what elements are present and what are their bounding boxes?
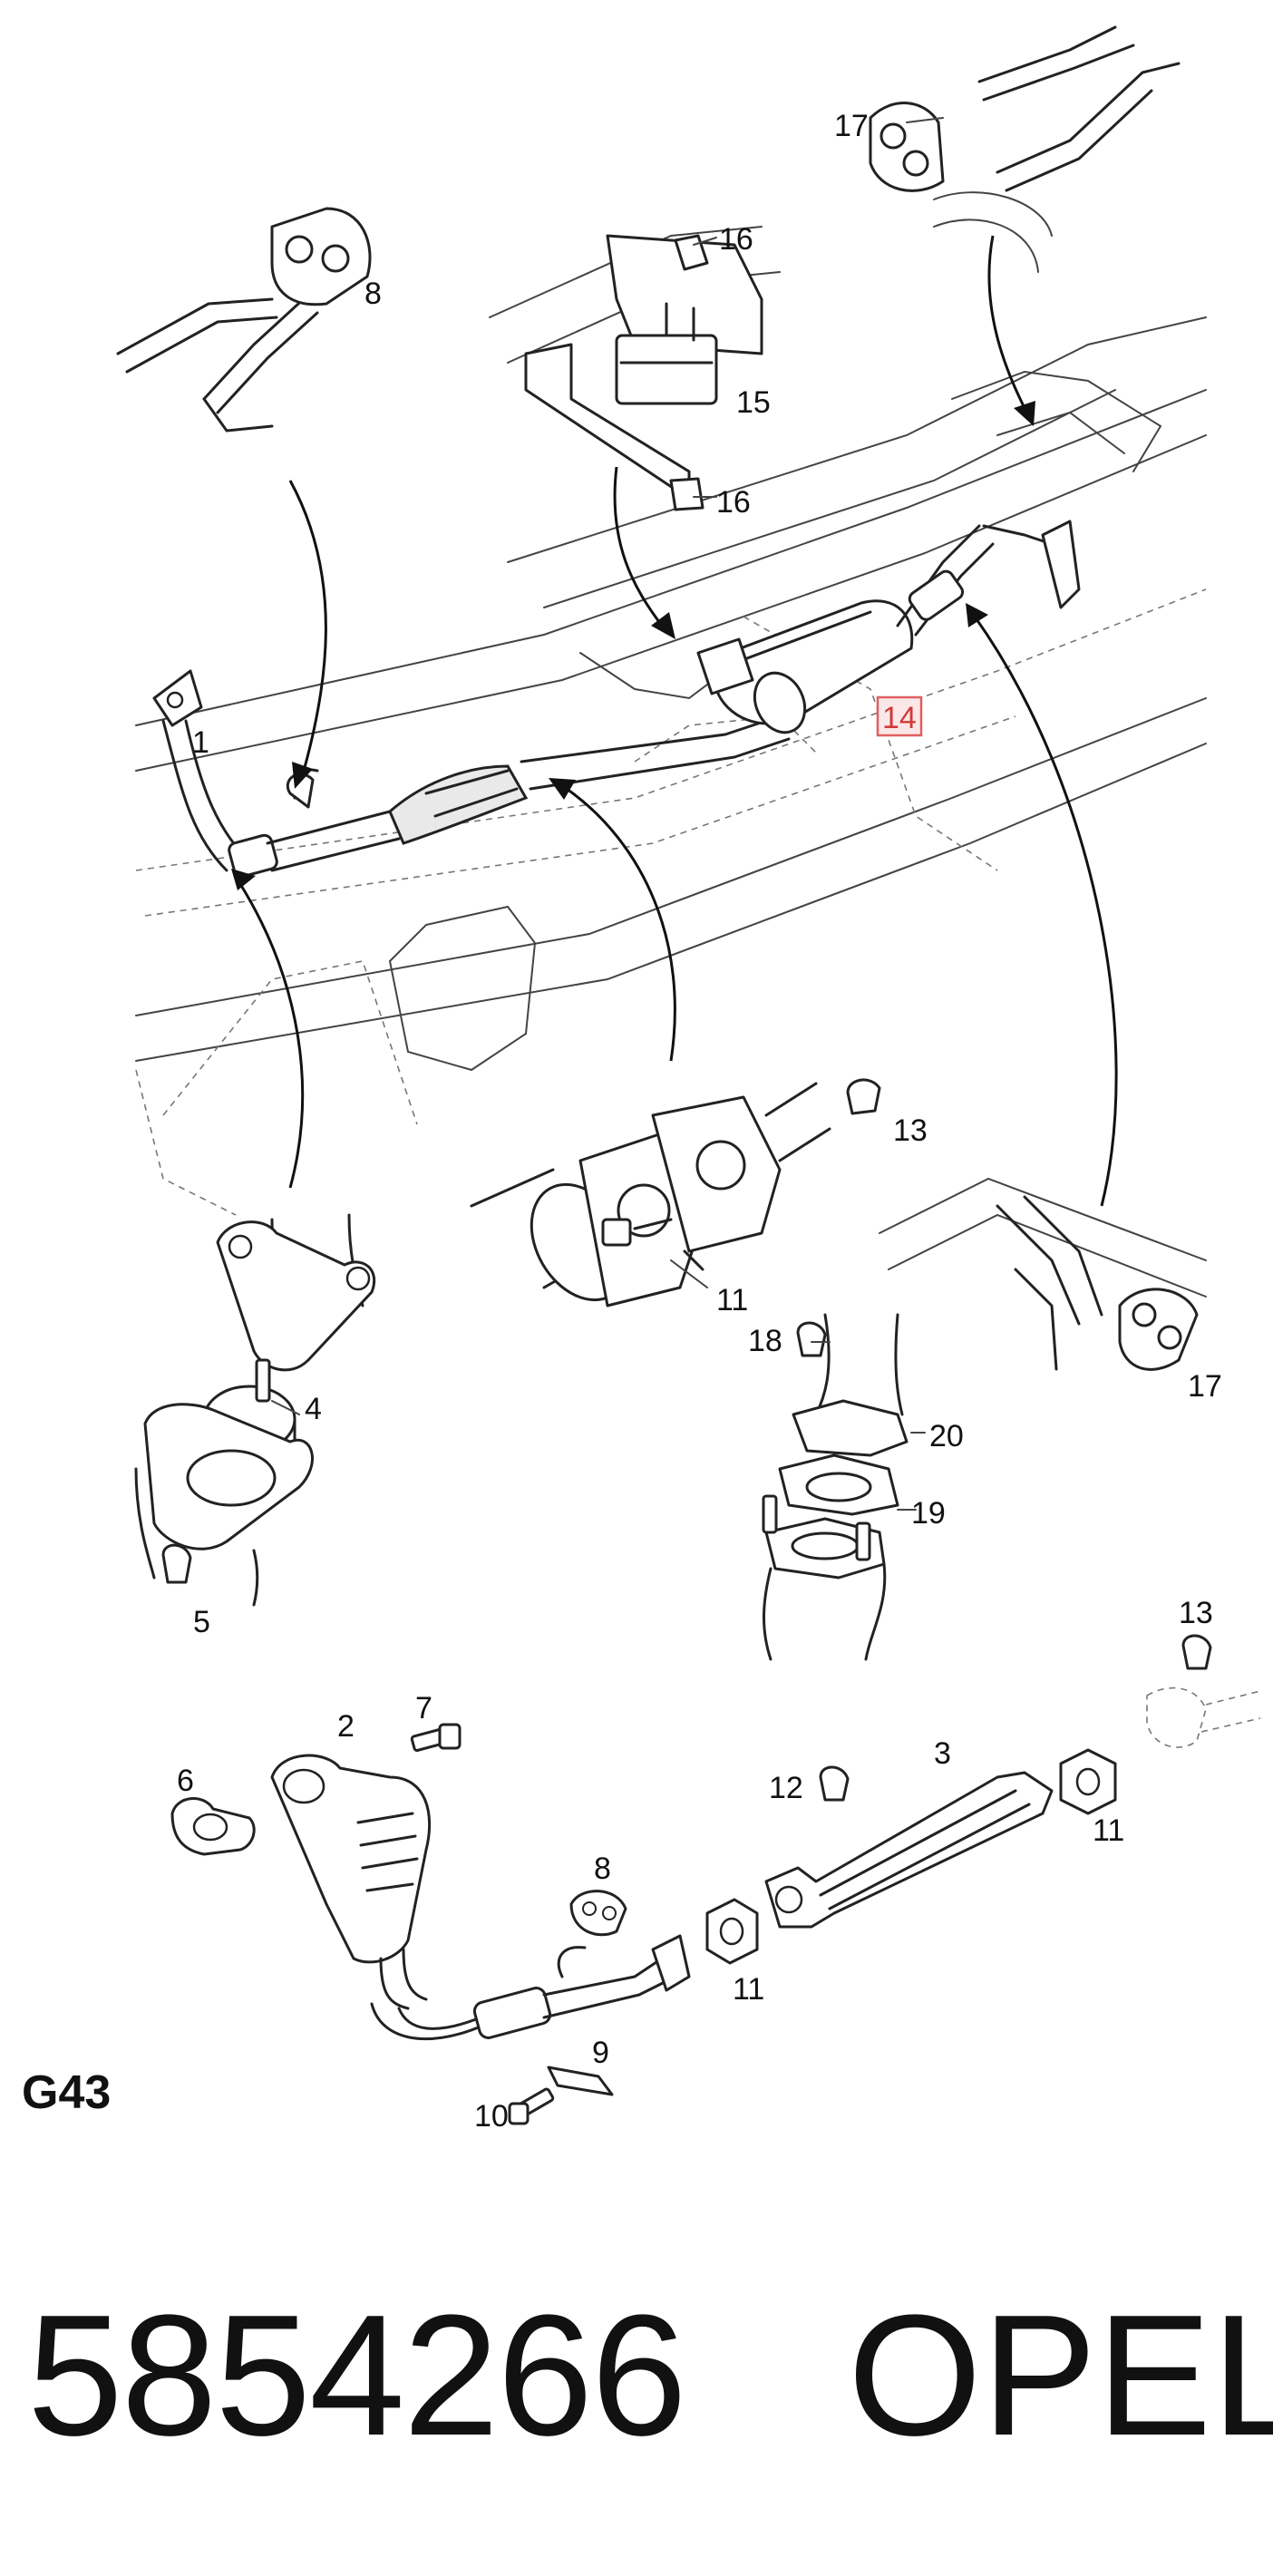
assembled-exhaust-line (152, 520, 1081, 879)
callout-16-top: 16 (719, 222, 753, 257)
nut-16-bottom (669, 477, 705, 511)
callout-18: 18 (748, 1324, 782, 1358)
mount-15-inset (489, 226, 781, 511)
callout-16-bottom: 16 (716, 485, 751, 520)
nut-5 (161, 1543, 192, 1584)
hanger-17-top-inset (869, 25, 1181, 273)
part-number: 5854266 (27, 2280, 687, 2472)
callout-14: 14 (882, 701, 917, 735)
callout-11-bl: 11 (733, 1972, 764, 2007)
flange-20-inset (762, 1313, 909, 1661)
nut-13-mid (846, 1078, 881, 1115)
callout-8-top: 8 (364, 277, 382, 311)
callout-15: 15 (736, 385, 771, 420)
exploded-parts (170, 1634, 1261, 2125)
callout-9: 9 (592, 2036, 609, 2070)
callout-17-top: 17 (834, 109, 869, 143)
callout-6: 6 (177, 1764, 194, 1798)
rubber-hanger-17-mid (1118, 1288, 1199, 1371)
callout-labels: 1 2 3 4 5 6 7 8 8 9 10 11 11 11 12 13 13… (177, 109, 1222, 2134)
nut-12 (819, 1765, 850, 1802)
callout-11-br: 11 (1093, 1813, 1124, 1848)
front-muffler-3 (764, 1771, 1054, 1929)
callout-8-bottom: 8 (594, 1852, 611, 1886)
catalytic-converter (388, 764, 529, 845)
strap-9 (547, 2066, 614, 2096)
callout-14-highlight (876, 695, 923, 737)
callout-10: 10 (474, 2099, 509, 2134)
rubber-hanger-17-top (869, 102, 945, 192)
flange-20 (792, 1399, 909, 1457)
flange-joint-inset (470, 1078, 881, 1307)
leader-lines (271, 117, 944, 1511)
hanger-17-mid-inset (879, 1177, 1207, 1371)
rubber-mount-15 (615, 334, 718, 405)
callout-5: 5 (193, 1605, 210, 1639)
rubber-hanger-8 (270, 207, 372, 306)
callout-7: 7 (415, 1691, 432, 1725)
callout-17-mid: 17 (1188, 1369, 1222, 1404)
vehicle-frame (135, 316, 1207, 1216)
section-code: G43 (22, 2066, 112, 2119)
gasket-4 (216, 1220, 376, 1372)
nut-18 (796, 1321, 827, 1357)
pointer-arrows (231, 235, 1118, 1207)
nut-13-bottom (1181, 1634, 1212, 1670)
callout-13-mid: 13 (893, 1113, 928, 1148)
front-pipe-clamp (228, 833, 278, 879)
callout-20: 20 (929, 1419, 964, 1453)
callout-19: 19 (911, 1496, 946, 1531)
callout-11-mid: 11 (716, 1283, 748, 1317)
callout-4: 4 (305, 1392, 322, 1426)
flange-4-inset (134, 1213, 376, 1607)
callout-1: 1 (192, 725, 209, 760)
tailpipe-clamp (908, 569, 965, 621)
brand-name: OPEL (848, 2280, 1273, 2472)
callout-2: 2 (337, 1709, 355, 1744)
hanger-8-inset (116, 207, 372, 433)
callout-13-bottom: 13 (1179, 1596, 1213, 1630)
mount-bracket (524, 343, 691, 501)
rubber-hanger-8-bottom (569, 1890, 627, 1937)
nut-16-top (674, 234, 709, 271)
callout-3: 3 (934, 1736, 951, 1771)
callout-12: 12 (769, 1771, 803, 1805)
